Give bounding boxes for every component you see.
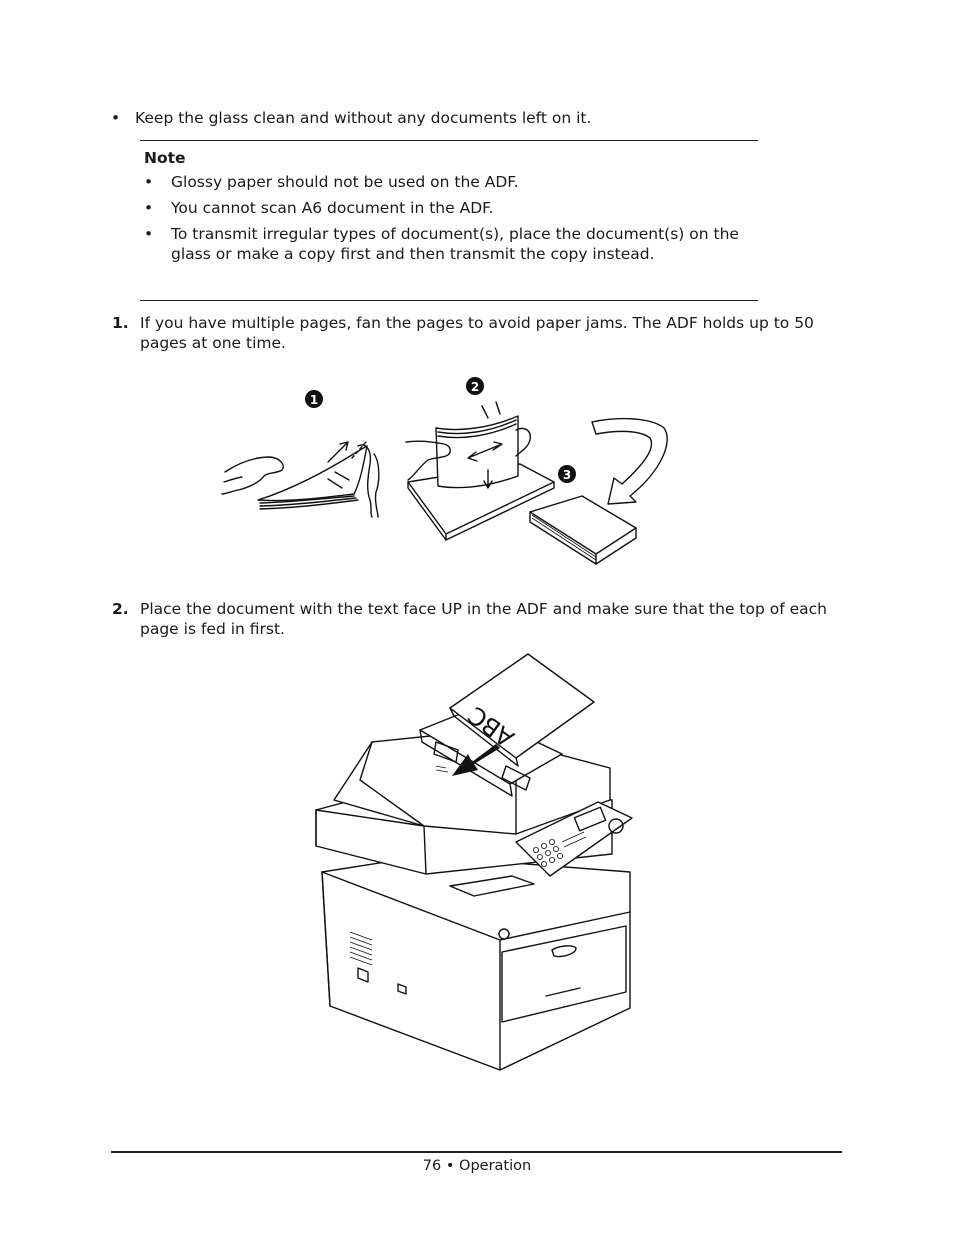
footer-separator: • (445, 1158, 455, 1174)
footer-rule (111, 1151, 842, 1153)
intro-bullet: • Keep the glass clean and without any do… (111, 106, 871, 130)
step-number: 1. (112, 314, 129, 332)
step-1: 1. If you have multiple pages, fan the p… (112, 313, 852, 353)
note-item-text: Glossy paper should not be used on the A… (171, 173, 519, 191)
callout-3-badge: 3 (558, 465, 576, 483)
note-item-text: You cannot scan A6 document in the ADF. (171, 199, 494, 217)
step-text: If you have multiple pages, fan the page… (140, 314, 814, 352)
fan-paper-illustration: 1 2 3 (221, 377, 668, 565)
step-2: 2. Place the document with the text face… (112, 599, 852, 639)
callout-1-badge: 1 (305, 390, 323, 408)
note-list: •Glossy paper should not be used on the … (144, 172, 744, 270)
printer-adf-illustration: ABC (315, 653, 633, 1071)
note-item: •To transmit irregular types of document… (144, 225, 739, 263)
page-footer: 76 • Operation (0, 1156, 954, 1176)
bullet-symbol: • (111, 109, 121, 127)
intro-bullet-text: Keep the glass clean and without any doc… (135, 109, 592, 127)
note-item: •Glossy paper should not be used on the … (144, 173, 519, 191)
callout-2-text: 2 (471, 380, 479, 394)
note-bottom-rule (140, 300, 758, 301)
callout-1-text: 1 (310, 393, 318, 407)
section-name: Operation (459, 1158, 532, 1174)
step-text: Place the document with the text face UP… (140, 600, 827, 638)
note-item: •You cannot scan A6 document in the ADF. (144, 199, 494, 217)
note-item-text: To transmit irregular types of document(… (171, 225, 739, 263)
note-top-rule (140, 140, 758, 141)
note-title: Note (144, 149, 186, 167)
callout-3-text: 3 (563, 468, 571, 482)
page-number: 76 (422, 1158, 442, 1174)
step-number: 2. (112, 600, 129, 618)
callout-2-badge: 2 (466, 377, 484, 395)
